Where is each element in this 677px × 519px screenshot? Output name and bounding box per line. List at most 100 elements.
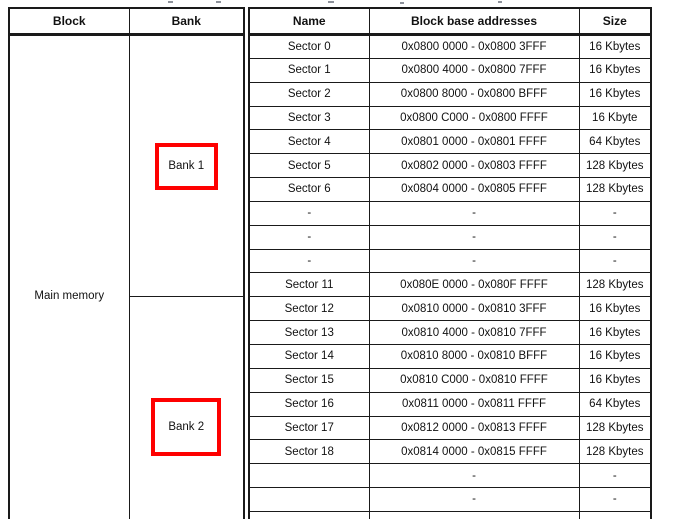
sector-name-cell: Sector 5 bbox=[248, 153, 370, 179]
address-range-cell: 0x0802 0000 - 0x0803 FFFF bbox=[368, 153, 580, 179]
page-artifact bbox=[216, 1, 221, 3]
sector-row: Sector 2 0x0800 8000 - 0x0800 BFFF 16 Kb… bbox=[248, 81, 652, 107]
size-cell bbox=[578, 510, 652, 519]
sector-table: Name Block base addresses Size Sector 0 … bbox=[248, 7, 652, 519]
sector-row: - - - bbox=[248, 200, 652, 226]
size-cell: 128 Kbytes bbox=[578, 177, 652, 202]
sector-table-body: Sector 0 0x0800 0000 - 0x0800 3FFF 16 Kb… bbox=[248, 34, 652, 519]
sector-name-cell: Sector 13 bbox=[248, 320, 370, 345]
address-range-cell: 0x0801 0000 - 0x0801 FFFF bbox=[368, 129, 580, 155]
sector-name-cell: Sector 2 bbox=[248, 81, 370, 107]
sector-row: Sector 5 0x0802 0000 - 0x0803 FFFF 128 K… bbox=[248, 153, 652, 179]
address-range-cell: - bbox=[368, 200, 580, 226]
sector-row: Sector 13 0x0810 4000 - 0x0810 7FFF 16 K… bbox=[248, 320, 652, 345]
sector-row: Sector 4 0x0801 0000 - 0x0801 FFFF 64 Kb… bbox=[248, 129, 652, 155]
address-range-cell: - bbox=[368, 487, 580, 512]
header-row: Name Block base addresses Size bbox=[248, 7, 652, 36]
size-cell: 128 Kbytes bbox=[578, 153, 652, 179]
size-cell: 16 Kbytes bbox=[578, 81, 652, 107]
sector-name-cell: Sector 16 bbox=[248, 391, 370, 417]
address-range-cell: 0x0800 4000 - 0x0800 7FFF bbox=[368, 57, 580, 83]
size-cell: 16 Kbytes bbox=[578, 367, 652, 393]
sector-row: - - bbox=[248, 463, 652, 489]
sector-name-cell bbox=[248, 487, 370, 512]
bank2-highlight-box: Bank 2 bbox=[151, 397, 222, 456]
sector-name-cell: Sector 12 bbox=[248, 296, 370, 322]
address-range-cell: 0x0810 0000 - 0x0810 3FFF bbox=[368, 296, 580, 322]
sector-name-cell: Sector 11 bbox=[248, 272, 370, 298]
sector-name-cell: - bbox=[248, 224, 370, 250]
size-cell: 128 Kbytes bbox=[578, 439, 652, 465]
header-row: Block Bank bbox=[8, 7, 245, 36]
size-column-header: Size bbox=[578, 7, 652, 36]
sector-name-cell: Sector 18 bbox=[248, 439, 370, 465]
size-cell: 128 Kbytes bbox=[578, 272, 652, 298]
address-range-cell: 0x0800 C000 - 0x0800 FFFF bbox=[368, 105, 580, 131]
address-range-cell: 0x0810 C000 - 0x0810 FFFF bbox=[368, 367, 580, 393]
sector-name-cell: Sector 17 bbox=[248, 415, 370, 441]
address-range-cell: 0x0810 4000 - 0x0810 7FFF bbox=[368, 320, 580, 345]
sector-name-cell bbox=[248, 510, 370, 519]
bank2-row: Bank 2 bbox=[9, 296, 245, 519]
address-range-cell: 0x0810 8000 - 0x0810 BFFF bbox=[368, 343, 580, 369]
sector-row: - - - bbox=[248, 248, 652, 274]
size-cell: 16 Kbytes bbox=[578, 320, 652, 345]
bank1-row: Main memory Bank 1 bbox=[8, 34, 245, 519]
bank2-label: Bank 2 bbox=[168, 420, 205, 433]
sector-row bbox=[248, 510, 652, 519]
sector-name-cell bbox=[248, 463, 370, 489]
page-artifact bbox=[328, 1, 334, 3]
address-range-cell: 0x0814 0000 - 0x0815 FFFF bbox=[368, 439, 580, 465]
block-bank-table: Block Bank Main memory Bank 1 Bank 2 bbox=[8, 7, 245, 519]
size-cell: - bbox=[578, 463, 652, 489]
bank-column-header: Bank bbox=[128, 7, 245, 36]
bank1-highlight-box: Bank 1 bbox=[154, 142, 218, 190]
sector-row: Sector 11 0x080E 0000 - 0x080F FFFF 128 … bbox=[248, 272, 652, 298]
sector-row: Sector 14 0x0810 8000 - 0x0810 BFFF 16 K… bbox=[248, 343, 652, 369]
sector-row: Sector 1 0x0800 4000 - 0x0800 7FFF 16 Kb… bbox=[248, 57, 652, 83]
address-range-cell: 0x0812 0000 - 0x0813 FFFF bbox=[368, 415, 580, 441]
size-cell: 128 Kbytes bbox=[578, 415, 652, 441]
page-artifact bbox=[400, 2, 404, 4]
main-memory-cell: Main memory bbox=[8, 34, 130, 519]
sector-row: Sector 15 0x0810 C000 - 0x0810 FFFF 16 K… bbox=[248, 367, 652, 393]
address-range-cell: - bbox=[368, 224, 580, 250]
size-cell: - bbox=[578, 224, 652, 250]
block-column-header: Block bbox=[8, 7, 130, 36]
size-cell: 64 Kbytes bbox=[578, 129, 652, 155]
sector-name-cell: Sector 3 bbox=[248, 105, 370, 131]
sector-name-cell: - bbox=[248, 200, 370, 226]
address-range-cell: 0x0800 8000 - 0x0800 BFFF bbox=[368, 81, 580, 107]
bank2-cell: Bank 2 bbox=[128, 296, 245, 519]
size-cell: - bbox=[578, 248, 652, 274]
sector-name-cell: Sector 4 bbox=[248, 129, 370, 155]
address-range-cell: - bbox=[368, 248, 580, 274]
sector-name-cell: Sector 14 bbox=[248, 343, 370, 369]
size-cell: 64 Kbytes bbox=[578, 391, 652, 417]
size-cell: 16 Kbyte bbox=[578, 105, 652, 131]
size-cell: 16 Kbytes bbox=[578, 34, 652, 59]
sector-name-cell: Sector 15 bbox=[248, 367, 370, 393]
sector-name-cell: - bbox=[248, 248, 370, 274]
addresses-column-header: Block base addresses bbox=[368, 7, 580, 36]
sector-name-cell: Sector 1 bbox=[248, 57, 370, 83]
sector-row: - - - bbox=[248, 224, 652, 250]
size-cell: 16 Kbytes bbox=[578, 296, 652, 322]
sector-row: Sector 6 0x0804 0000 - 0x0805 FFFF 128 K… bbox=[248, 177, 652, 202]
sector-row: Sector 12 0x0810 0000 - 0x0810 3FFF 16 K… bbox=[248, 296, 652, 322]
bank1-label: Bank 1 bbox=[168, 160, 205, 172]
address-range-cell: 0x0804 0000 - 0x0805 FFFF bbox=[368, 177, 580, 202]
sector-name-cell: Sector 0 bbox=[248, 34, 370, 59]
page-artifact bbox=[498, 1, 502, 3]
name-column-header: Name bbox=[248, 7, 370, 36]
address-range-cell: 0x080E 0000 - 0x080F FFFF bbox=[368, 272, 580, 298]
sector-name-cell: Sector 6 bbox=[248, 177, 370, 202]
size-cell: 16 Kbytes bbox=[578, 343, 652, 369]
sector-row: Sector 18 0x0814 0000 - 0x0815 FFFF 128 … bbox=[248, 439, 652, 465]
bank1-cell: Bank 1 bbox=[128, 34, 245, 297]
address-range-cell bbox=[368, 510, 580, 519]
sector-row: Sector 17 0x0812 0000 - 0x0813 FFFF 128 … bbox=[248, 415, 652, 441]
address-range-cell: - bbox=[368, 463, 580, 489]
address-range-cell: 0x0800 0000 - 0x0800 3FFF bbox=[368, 34, 580, 59]
sector-row: - - bbox=[248, 487, 652, 512]
